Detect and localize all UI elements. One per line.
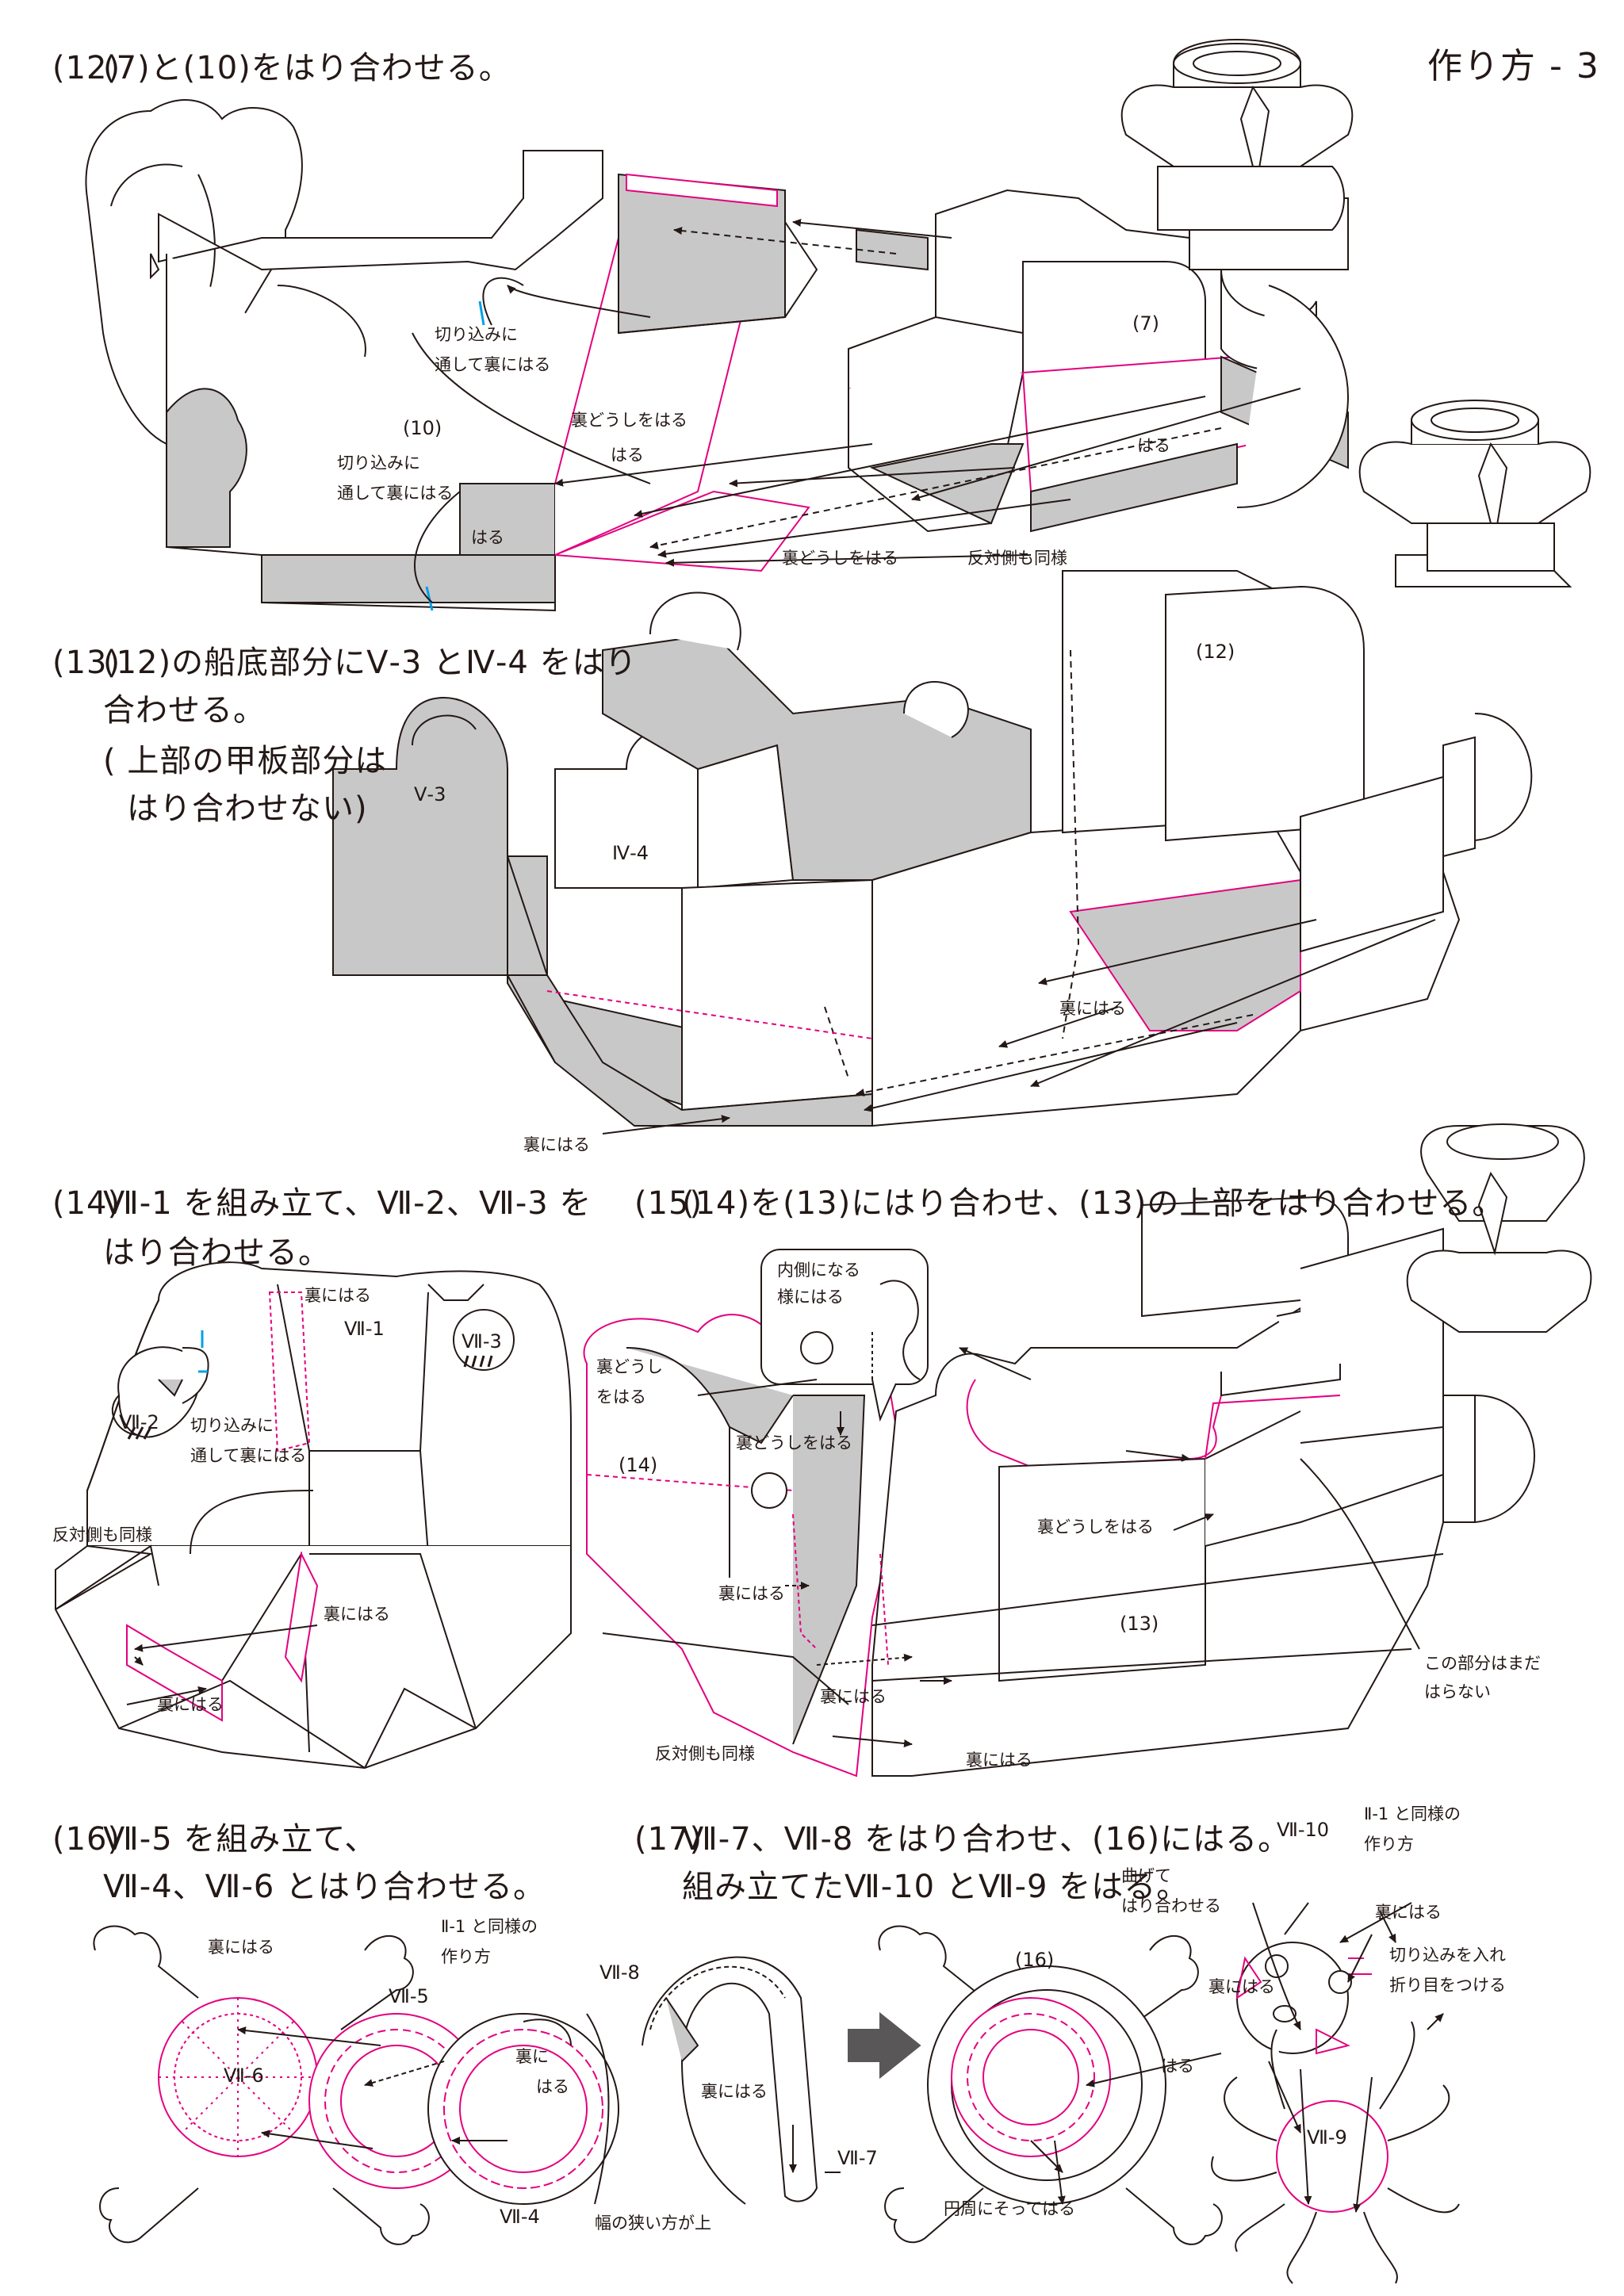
step16-number: (16) [52, 1821, 121, 1858]
label-part-vii2: Ⅶ-2 [119, 1411, 159, 1433]
step14-drawing [55, 1261, 572, 1770]
label-cut-through-14-2: 通して裏にはる [190, 1446, 307, 1465]
label-cut-through-b-2: 通して裏にはる [337, 484, 454, 503]
step12-instruction: (7)と(10)をはり合わせる。 [103, 50, 511, 86]
label-part-vii3: Ⅶ-3 [462, 1330, 502, 1353]
label-cut-through-14-1: 切り込みに [190, 1416, 274, 1435]
label-back-15-3: 裏にはる [966, 1751, 1032, 1770]
label-part-13: (13) [1120, 1613, 1159, 1635]
label-cut-fold-2: 折り目をつける [1389, 1976, 1506, 1995]
label-paste-3: はる [471, 528, 504, 547]
label-part-14: (14) [619, 1454, 658, 1476]
step14-number: (14) [52, 1185, 121, 1222]
step17-instruction-1: Ⅶ-7、Ⅶ-8 をはり合わせ、(16)にはる。 [682, 1821, 1291, 1858]
step13-instruction-3: ( 上部の甲板部分は [103, 743, 388, 779]
label-bend-1: 曲げて [1121, 1866, 1171, 1885]
label-back-16-2a: 裏に [515, 2047, 549, 2066]
label-cut-through-a-2: 通して裏にはる [435, 355, 551, 374]
label-part-iv4: Ⅳ-4 [612, 842, 649, 864]
label-circumference: 円周にそってはる [944, 2199, 1076, 2218]
step16-drawing [93, 1925, 921, 2245]
label-back-13-2: 裏にはる [523, 1135, 590, 1154]
label-part-12: (12) [1196, 641, 1235, 663]
step13-instruction-4: はり合わせない) [127, 790, 368, 827]
label-back-16-2b: はる [536, 2077, 569, 2096]
label-back-15-1: 裏にはる [718, 1584, 785, 1603]
label-back-to-back-15-1a: 裏どうし [596, 1357, 663, 1376]
label-cut-fold-1: 切り込みを入れ [1389, 1946, 1506, 1965]
label-back-16-3: 裏にはる [701, 2082, 768, 2101]
step13-instruction-2: 合わせる。 [103, 692, 266, 729]
step13-number: (13) [52, 645, 121, 681]
label-back-14-1: 裏にはる [304, 1286, 371, 1305]
label-callout-15-1: 内側になる [777, 1261, 860, 1280]
step17-number: (17) [634, 1821, 703, 1858]
label-narrow-up: 幅の狭い方が上 [595, 2214, 711, 2233]
label-opposite-side-14: 反対側も同様 [52, 1525, 152, 1544]
step17-drawing [878, 1902, 1460, 2284]
label-back-16-1: 裏にはる [208, 1938, 274, 1957]
label-back-to-back-15-2: 裏どうしをはる [736, 1433, 852, 1452]
label-back-17-1: 裏にはる [1375, 1903, 1442, 1922]
label-back-to-back-1: 裏どうしをはる [571, 411, 688, 430]
step15-drawing [583, 1123, 1592, 1777]
label-paste-1: はる [611, 446, 644, 465]
step12-drawing [85, 39, 1354, 612]
step15-number: (15) [634, 1185, 703, 1222]
label-part-vii7: Ⅶ-7 [837, 2147, 878, 2169]
label-back-14-3: 裏にはる [157, 1695, 224, 1714]
label-not-yet-2: はらない [1424, 1682, 1491, 1701]
label-same-as-17-1: Ⅱ-1 と同様の [1364, 1804, 1461, 1823]
label-cut-through-b-1: 切り込みに [337, 453, 420, 473]
label-back-13-1: 裏にはる [1059, 999, 1126, 1018]
step13-drawing [332, 400, 1591, 1135]
label-back-14-2: 裏にはる [324, 1605, 390, 1624]
label-part-vii6: Ⅶ-6 [224, 2064, 264, 2087]
label-back-to-back-2: 裏どうしをはる [782, 549, 898, 568]
step12-number: (12) [52, 50, 121, 86]
label-part-10: (10) [403, 417, 442, 439]
label-part-vii5: Ⅶ-5 [389, 1985, 429, 2007]
label-callout-15-2: 様にはる [777, 1288, 844, 1307]
label-bend-2: はり合わせる [1121, 1896, 1221, 1915]
label-opposite-side-12: 反対側も同様 [967, 549, 1067, 568]
label-back-17-2: 裏にはる [1208, 1977, 1275, 1996]
label-part-vii4: Ⅶ-4 [500, 2206, 540, 2228]
label-paste-2: はる [1137, 436, 1170, 455]
step13-instruction-1: (12)の船底部分にⅤ-3 とⅣ-4 をはり [103, 645, 638, 681]
label-part-vii10: Ⅶ-10 [1277, 1819, 1330, 1841]
label-back-to-back-15-3: 裏どうしをはる [1037, 1517, 1154, 1536]
step15-instruction: (14)を(13)にはり合わせ、(13)の上部をはり合わせる。 [682, 1185, 1505, 1222]
label-part-vii1: Ⅶ-1 [344, 1318, 385, 1340]
label-paste-17: はる [1161, 2057, 1194, 2076]
step16-instruction-2: Ⅶ-4、Ⅶ-6 とはり合わせる。 [103, 1869, 546, 1905]
step14-instruction-2: はり合わせる。 [103, 1234, 331, 1271]
step14-instruction-1: Ⅶ-1 を組み立て、Ⅶ-2、Ⅶ-3 を [103, 1185, 592, 1222]
label-same-as-16-2: 作り方 [441, 1947, 491, 1966]
label-part-16: (16) [1015, 1949, 1055, 1971]
page-title: 作り方 - 3 [1427, 46, 1600, 86]
label-part-vii9: Ⅶ-9 [1307, 2126, 1347, 2149]
label-cut-through-a-1: 切り込みに [435, 325, 518, 344]
step17-instruction-2: 組み立てたⅦ-10 とⅦ-9 をはる。 [682, 1869, 1189, 1905]
label-back-15-2: 裏にはる [820, 1687, 887, 1706]
label-not-yet-1: この部分はまだ [1424, 1654, 1541, 1673]
label-back-to-back-15-1b: をはる [596, 1387, 646, 1406]
label-part-v3: Ⅴ-3 [414, 783, 446, 806]
label-part-vii8: Ⅶ-8 [599, 1961, 640, 1984]
label-opposite-side-15: 反対側も同様 [655, 1744, 755, 1763]
label-part-7: (7) [1132, 312, 1159, 335]
step16-instruction-1: Ⅶ-5 を組み立て、 [103, 1821, 377, 1858]
label-same-as-16-1: Ⅱ-1 と同様の [441, 1917, 538, 1936]
label-same-as-17-2: 作り方 [1364, 1835, 1414, 1854]
